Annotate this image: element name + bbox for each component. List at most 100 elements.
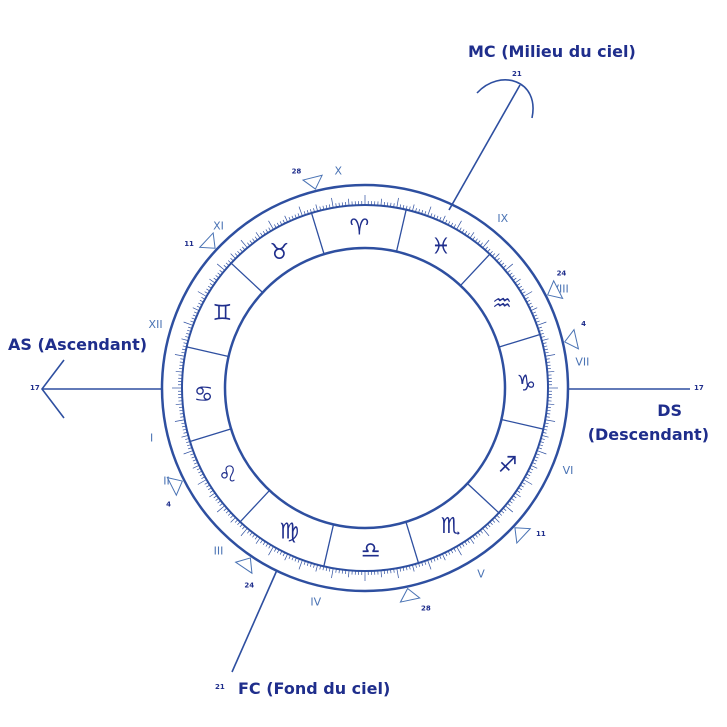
degree-tick <box>405 566 408 571</box>
degree-tick <box>510 275 515 279</box>
degree-tick <box>544 422 549 425</box>
degree-tick <box>252 238 256 243</box>
degree-tick <box>514 492 521 498</box>
degree-tick <box>268 220 274 230</box>
leo-sign: ♌ <box>218 463 238 488</box>
degree-tick <box>529 305 534 309</box>
axis-lines <box>40 79 690 673</box>
degree-ticks <box>172 195 558 581</box>
degree-tick <box>225 510 230 514</box>
degree-tick <box>482 527 490 537</box>
degree-tick <box>542 342 547 345</box>
degree-tick <box>472 535 476 540</box>
degree-tick <box>183 321 194 326</box>
degree-tick <box>254 535 258 540</box>
degree-tick <box>430 213 433 218</box>
degree-tick <box>186 441 191 444</box>
degree-tick <box>249 240 253 245</box>
degree-tick <box>179 413 184 415</box>
sign-divider <box>186 346 229 358</box>
taurus-sign: ♉ <box>270 240 290 265</box>
degree-tick <box>500 262 505 266</box>
degree-tick <box>328 204 331 209</box>
cusp-degree-label: 24 <box>244 581 254 589</box>
degree-tick <box>180 416 185 418</box>
degree-tick <box>282 552 286 557</box>
degree-tick <box>504 505 514 513</box>
sign-divider <box>239 489 270 523</box>
degree-tick <box>506 502 511 506</box>
mc-axis-line <box>448 84 521 211</box>
degree-tick <box>474 238 478 243</box>
degree-tick <box>174 419 185 422</box>
degree-tick <box>393 203 395 208</box>
degree-tick <box>242 525 246 530</box>
degree-tick <box>494 253 500 259</box>
degree-tick <box>489 521 493 526</box>
degree-tick <box>512 277 517 281</box>
degree-tick <box>510 497 515 501</box>
degree-tick <box>498 260 503 264</box>
degree-tick <box>533 459 538 462</box>
degree-tick <box>538 329 543 332</box>
house-numeral: X <box>335 165 343 178</box>
cusp-degree-label: 28 <box>292 168 302 176</box>
degree-tick <box>190 453 195 456</box>
degree-tick <box>399 204 402 209</box>
cusp-triangle <box>399 587 421 603</box>
degree-tick <box>199 299 204 303</box>
degree-tick <box>442 215 446 223</box>
degree-tick <box>396 197 399 208</box>
mc-label: MC (Milieu du ciel) <box>468 42 636 61</box>
degree-tick <box>331 197 334 208</box>
fc-label: FC (Fond du ciel) <box>238 679 390 698</box>
degree-tick <box>477 240 481 245</box>
degree-tick <box>215 497 220 501</box>
degree-tick <box>174 354 185 357</box>
degree-tick <box>303 211 306 216</box>
degree-tick <box>540 336 545 338</box>
degree-tick <box>247 242 251 247</box>
degree-tick <box>436 556 439 561</box>
as-label: AS (Ascendant) <box>8 335 147 354</box>
degree-tick <box>484 525 488 530</box>
degree-tick <box>456 546 462 556</box>
degree-tick <box>315 564 318 572</box>
degree-tick <box>536 321 547 326</box>
degree-tick <box>512 495 517 499</box>
degree-tick <box>450 549 454 554</box>
degree-tick <box>539 332 544 335</box>
degree-tick <box>268 546 274 556</box>
degree-tick <box>405 205 408 210</box>
degree-tick <box>254 236 258 241</box>
degree-tick <box>331 568 334 579</box>
degree-tick <box>415 208 417 213</box>
cusp-triangle <box>546 279 564 300</box>
sign-divider <box>466 483 500 514</box>
house-numeral: VI <box>563 464 574 477</box>
degree-tick <box>325 566 328 571</box>
degree-tick <box>242 246 246 251</box>
degree-tick <box>297 558 300 563</box>
aquarius-sign: ♒ <box>492 291 512 316</box>
degree-tick <box>532 311 536 314</box>
degree-tick <box>209 492 216 498</box>
cusp-degree-label: 4 <box>581 320 586 328</box>
degree-tick <box>421 210 424 215</box>
degree-tick <box>523 479 533 485</box>
degree-tick <box>427 206 432 217</box>
degree-tick <box>198 302 203 306</box>
sign-divider <box>405 521 420 564</box>
degree-tick <box>521 481 526 485</box>
degree-tick <box>185 438 190 440</box>
degree-tick <box>541 338 549 341</box>
degree-tick <box>204 291 209 295</box>
degree-tick <box>187 329 192 332</box>
degree-tick <box>181 351 186 354</box>
degree-tick <box>516 283 521 286</box>
degree-tick <box>504 263 514 271</box>
cusp-triangle <box>514 527 532 545</box>
degree-tick <box>183 450 194 455</box>
degree-tick <box>181 435 189 438</box>
degree-tick <box>399 567 402 572</box>
